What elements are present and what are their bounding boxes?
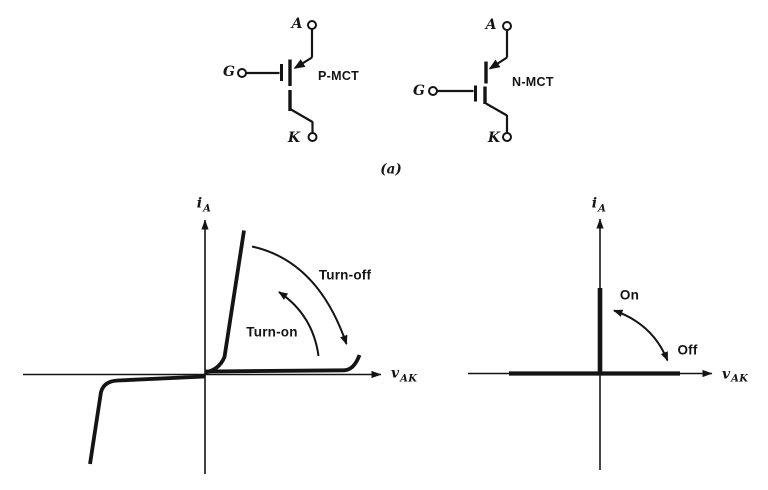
- right-y-label-base: i: [591, 195, 598, 212]
- left-y-label-subscript: A: [203, 202, 212, 214]
- left-plot-y-axis-label: iA: [197, 196, 211, 214]
- left-y-label-base: i: [196, 195, 203, 212]
- nmct-symbol: [428, 21, 512, 142]
- left-x-label-base: v: [391, 365, 400, 382]
- pmct-name-label: P-MCT: [318, 68, 360, 83]
- pmct-gate-label: G: [223, 64, 235, 80]
- pmct-anode-terminal-circle: [307, 20, 317, 30]
- nmct-gate-label: G: [413, 82, 425, 99]
- turn-off-arrow: [251, 245, 348, 345]
- pmct-symbol: [237, 20, 318, 142]
- reverse-blocking-curve: [88, 374, 206, 465]
- pmct-anode-arrow: [293, 56, 313, 69]
- on-off-transition-arrow: [613, 309, 669, 362]
- pmct-cathode-lead-diagonal: [290, 108, 314, 123]
- pmct-cathode-label: K: [287, 129, 301, 146]
- nmct-anode-terminal-circle: [502, 21, 512, 31]
- caption-a: (a): [380, 161, 402, 178]
- forward-blocking-curve: [204, 354, 362, 374]
- left-plot: [23, 219, 382, 474]
- nmct-anode-arrow: [488, 56, 508, 70]
- right-plot-y-axis-label: iA: [592, 196, 606, 214]
- pmct-cathode-terminal-circle: [307, 132, 318, 142]
- on-label: On: [619, 286, 640, 302]
- nmct-anode-label: A: [485, 17, 497, 33]
- off-label: Off: [677, 341, 698, 357]
- turn-on-label: Turn-on: [246, 323, 298, 339]
- turn-off-label: Turn-off: [318, 267, 372, 283]
- right-plot: [468, 218, 713, 470]
- pmct-gate-terminal-circle: [237, 68, 247, 78]
- on-state-curve: [204, 230, 246, 375]
- left-x-label-subscript: AK: [400, 372, 418, 384]
- nmct-cathode-terminal-circle: [502, 132, 512, 142]
- pmct-anode-label: A: [291, 16, 303, 32]
- right-x-label-subscript: AK: [731, 373, 749, 385]
- right-plot-x-axis-label: vAK: [722, 367, 748, 385]
- nmct-gate-terminal-circle: [428, 86, 438, 96]
- nmct-cathode-label: K: [487, 130, 501, 146]
- right-y-label-subscript: A: [598, 202, 607, 214]
- nmct-cathode-lead-diagonal: [485, 102, 508, 117]
- left-plot-x-axis-label: vAK: [391, 366, 417, 384]
- nmct-name-label: N-MCT: [512, 74, 554, 89]
- right-x-label-base: v: [722, 365, 731, 382]
- turn-on-arrow: [278, 291, 320, 357]
